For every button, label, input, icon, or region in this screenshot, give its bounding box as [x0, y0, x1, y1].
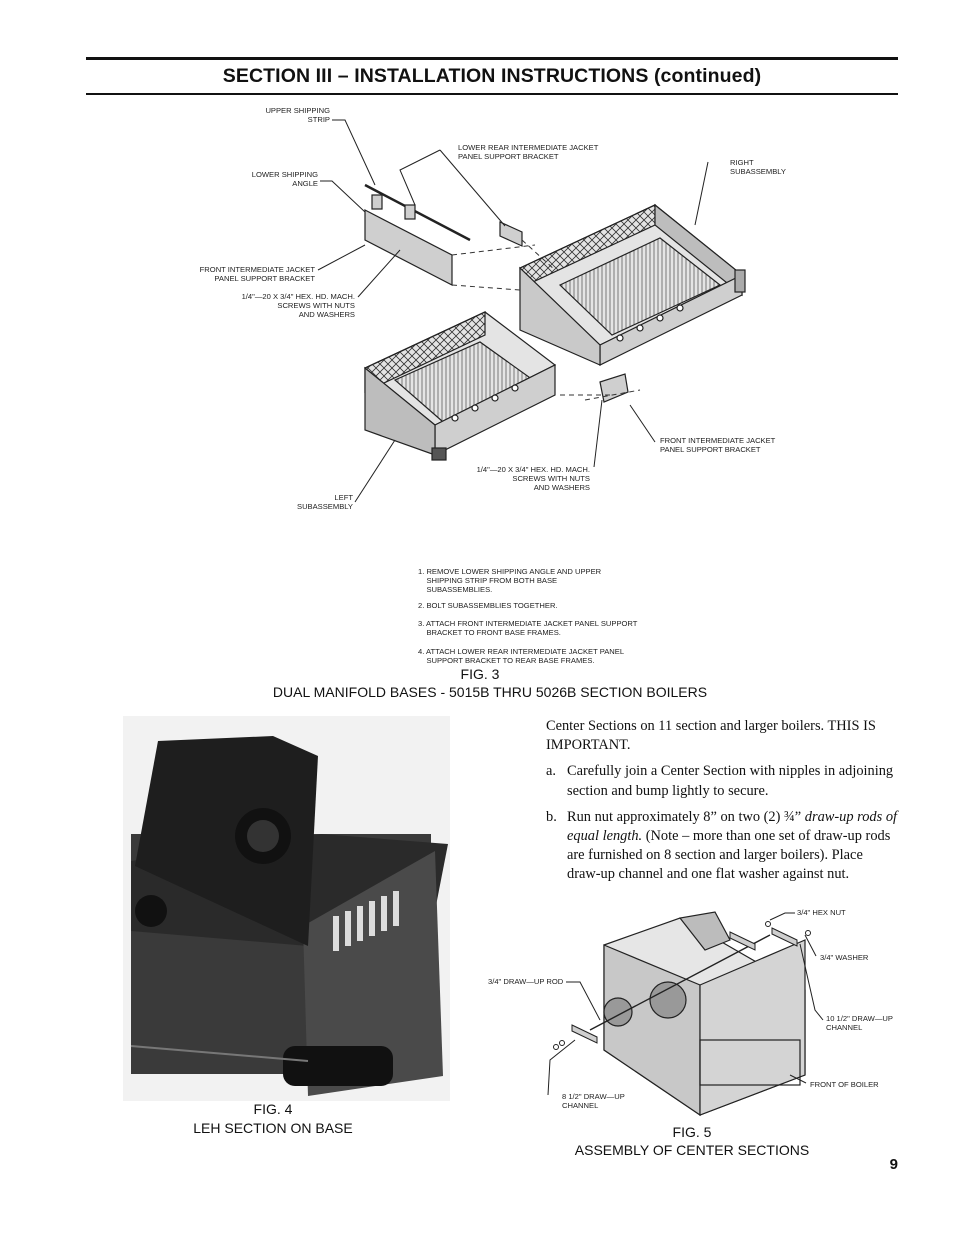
step-a: a. Carefully join a Center Section with …: [546, 762, 898, 800]
left-subassembly: [363, 311, 557, 461]
section-title: SECTION III – INSTALLATION INSTRUCTIONS …: [222, 64, 762, 87]
shipping-strip-and-angle: [364, 183, 523, 286]
intro-paragraph: Center Sections on 11 section and larger…: [546, 718, 876, 754]
step-b-italic: draw-up rods of equal length.: [567, 808, 898, 845]
step-b-text-2: (Note – more than one set of draw-up rod…: [567, 828, 891, 883]
fig3-caption-title: DUAL MANIFOLD BASES - 5015B THRU 5026B S…: [272, 684, 708, 700]
step-a-text: Carefully join a Center Section with nip…: [567, 763, 894, 799]
step-b-marker: b.: [546, 808, 557, 825]
step-b-content: Run nut approximately 8” on two (2) ¾” d…: [567, 808, 898, 885]
label-draw-up-rod: 3/4" DRAW—UP ROD: [488, 977, 564, 986]
fig4-caption-title: LEH SECTION ON BASE: [193, 1120, 353, 1136]
fig4-caption-number: FIG. 4: [253, 1101, 293, 1117]
label-screws-lower: 1/4"—20 x 3/4" HEX. HD. MACH. SCREWS WIT…: [476, 465, 590, 492]
label-front-bracket-lower: FRONT INTERMEDIATE JACKET PANEL SUPPORT …: [660, 436, 776, 454]
fig3-exploded-base-drawing: [317, 119, 746, 503]
label-channel-8: 8 1/2" DRAW—UP CHANNEL: [562, 1092, 625, 1110]
label-screws-upper: 1/4"—20 x 3/4" HEX. HD. MACH. SCREWS WIT…: [241, 292, 355, 319]
label-front-of-boiler: FRONT OF BOILER: [810, 1080, 879, 1089]
header-bottom-rule: [86, 93, 898, 95]
label-lower-rear-bracket: LOWER REAR INTERMEDIATE JACKET PANEL SUP…: [458, 143, 599, 161]
label-channel-10: 10 1/2" DRAW—UP CHANNEL: [826, 1014, 893, 1032]
label-washer: 3/4" WASHER: [820, 953, 869, 962]
label-lower-shipping-angle: LOWER SHIPPING ANGLE: [251, 170, 318, 188]
label-left-subassembly: LEFT SUBASSEMBLY: [297, 493, 353, 511]
label-front-bracket-upper: FRONT INTERMEDIATE JACKET PANEL SUPPORT …: [199, 265, 315, 283]
step-b: b. Run nut approximately 8” on two (2) ¾…: [546, 808, 898, 885]
right-subassembly: [518, 203, 746, 366]
step-a-marker: a.: [546, 763, 556, 780]
fig3-step-3: 3. ATTACH FRONT INTERMEDIATE JACKET PANE…: [418, 619, 638, 637]
page-number: 9: [889, 1156, 898, 1173]
fig5-caption-title: ASSEMBLY OF CENTER SECTIONS: [574, 1142, 810, 1158]
fig5-caption-number: FIG. 5: [672, 1124, 712, 1140]
fig3-caption-number: FIG. 3: [460, 666, 500, 682]
label-upper-shipping-strip: UPPER SHIPPING STRIP: [265, 106, 330, 124]
fig3-step-4: 4. ATTACH LOWER REAR INTERMEDIATE JACKET…: [418, 647, 625, 665]
step-b-text-1: Run nut approximately 8” on two (2) ¾”: [567, 808, 805, 825]
label-right-subassembly: RIGHT SUBASSEMBLY: [730, 158, 786, 176]
header-top-rule: [86, 57, 898, 60]
fig4-boiler-section-photo: [123, 716, 450, 1101]
fig3-step-2: 2. BOLT SUBASSEMBLIES TOGETHER.: [418, 601, 558, 610]
instructions-text: Center Sections on 11 section and larger…: [546, 717, 898, 885]
label-hex-nut: 3/4" HEX NUT: [797, 908, 846, 917]
fig3-step-1: 1. REMOVE LOWER SHIPPING ANGLE AND UPPER…: [418, 567, 602, 594]
